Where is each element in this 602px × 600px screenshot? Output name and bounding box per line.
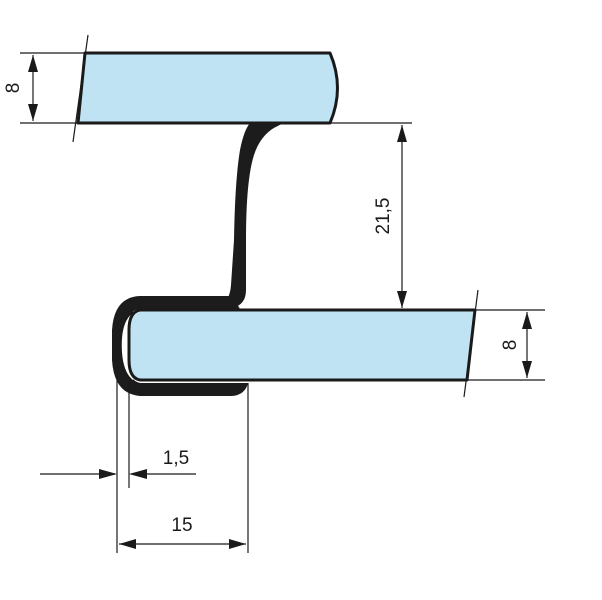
top-glass-break-line <box>72 34 89 143</box>
bottom-glass-break-line <box>463 289 479 398</box>
width-arrow-right <box>229 539 246 549</box>
top-glass-panel <box>76 51 339 125</box>
gasket-clip <box>112 296 248 396</box>
width-label: 15 <box>171 515 192 536</box>
gap-arrow-down <box>397 291 407 308</box>
bottom-thickness-label: 8 <box>500 340 521 351</box>
width-arrow-left <box>119 539 136 549</box>
top-thickness-arrow-down <box>28 104 38 121</box>
gasket-neck <box>220 123 285 308</box>
bottom-glass-panel <box>127 308 477 382</box>
top-thickness-arrow-up <box>28 55 38 72</box>
wall-arrow-right <box>129 469 147 479</box>
top-thickness-label: 8 <box>3 83 24 94</box>
gap-arrow-up <box>397 125 407 142</box>
wall-arrow-left <box>99 469 117 479</box>
bottom-thickness-arrow-up <box>522 312 532 329</box>
gap-label: 21,5 <box>373 198 394 235</box>
wall-label: 1,5 <box>163 448 189 469</box>
bottom-thickness-arrow-down <box>522 361 532 378</box>
